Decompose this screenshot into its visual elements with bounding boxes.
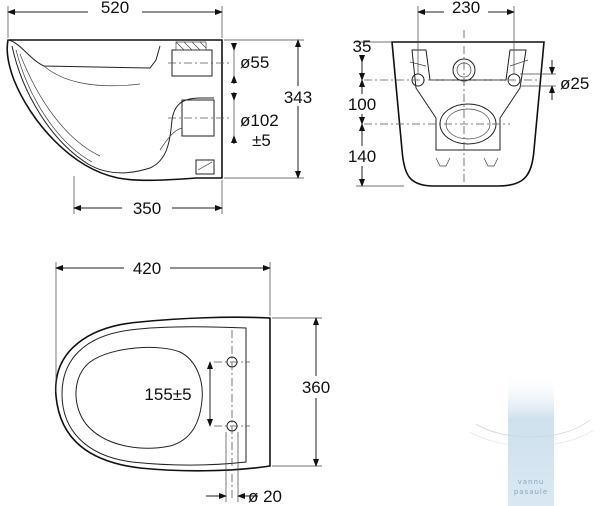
rear-spacing-mid-label: 100 [348, 95, 376, 114]
side-depth-label: 350 [133, 199, 161, 218]
hole-spacing-label: 155±5 [144, 385, 191, 404]
watermark-logo: vannu [518, 478, 545, 486]
watermark: vannu pasaule [469, 372, 595, 506]
rear-spacing-low-label: 140 [348, 147, 376, 166]
outlet-diameter-label: ø55 [240, 53, 269, 72]
bolt-diameter-label: ø25 [560, 74, 589, 93]
side-view: 520 350 343 ø55 ø102 ±5 [6, 0, 320, 218]
top-width-label: 420 [133, 259, 161, 278]
side-width-label: 520 [101, 0, 129, 17]
inlet-tolerance-label: ±5 [252, 131, 271, 150]
rear-view: 230 35 100 140 ø25 [344, 0, 589, 190]
top-view: 420 360 155±5 ø 20 [55, 259, 336, 506]
inlet-diameter-label: ø102 [240, 111, 279, 130]
hole-diameter-label: ø 20 [248, 487, 282, 506]
watermark-logo-sub: pasaule [514, 488, 548, 496]
rear-offset-label: 35 [353, 37, 372, 56]
top-height-label: 360 [302, 378, 330, 397]
rear-width-label: 230 [452, 0, 480, 17]
side-height-label: 343 [284, 88, 312, 107]
